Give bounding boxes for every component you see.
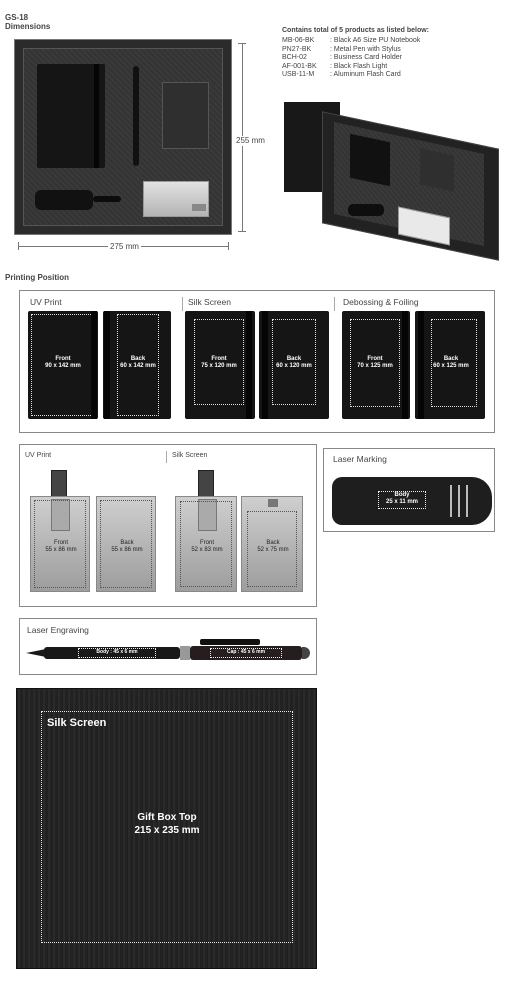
pen-image: Body : 45 x 6 mm Cap : 45 x 6 mm — [26, 639, 310, 661]
cap-engraving-size: Cap : 45 x 6 mm — [226, 649, 266, 655]
pen-image — [133, 66, 139, 166]
debossing-label: Debossing & Foiling — [343, 297, 419, 307]
gift-box-top: Silk Screen Gift Box Top 215 x 235 mm — [16, 688, 317, 969]
width-dimension: 275 mm — [108, 242, 141, 252]
list-item: USB-11-M: Aluminum Flash Card — [282, 71, 401, 78]
back-label: Back — [120, 540, 134, 546]
list-item: PN27-BK: Metal Pen with Stylus — [282, 45, 401, 53]
product-code: GS-18 — [5, 13, 29, 22]
front-size: 55 x 86 mm — [45, 547, 77, 553]
list-item: MB-06-BK: Black A6 Size PU Notebook — [282, 37, 421, 44]
uv-print-label: UV Print — [30, 297, 62, 307]
back-label: Back — [443, 356, 459, 362]
front-size: 70 x 125 mm — [357, 363, 393, 369]
silk-screen-label: Silk Screen — [47, 717, 107, 729]
laser-marking-label: Laser Marking — [333, 454, 387, 464]
contents-list: MB-06-BK: Black A6 Size PU Notebook PN27… — [282, 37, 507, 80]
gift-box-size: 215 x 235 mm — [134, 825, 200, 836]
back-size: 60 x 120 mm — [276, 363, 312, 369]
back-label: Back — [130, 356, 146, 362]
flashlight-image — [35, 190, 93, 210]
front-size: 90 x 142 mm — [45, 363, 81, 369]
front-label: Front — [367, 356, 383, 362]
contents-title: Contains total of 5 products as listed b… — [282, 27, 430, 34]
front-label: Front — [53, 540, 68, 546]
back-size: 55 x 86 mm — [111, 547, 143, 553]
laser-engraving-panel: Laser Engraving Body : 45 x 6 mm Cap : 4… — [19, 618, 317, 675]
back-size: 60 x 142 mm — [120, 363, 156, 369]
list-item: BCH-02: Business Card Holder — [282, 54, 402, 61]
list-item: AF-001-BK: Black Flash Light — [282, 62, 388, 70]
front-label: Front — [55, 356, 71, 362]
front-label: Front — [199, 540, 214, 546]
body-size: 25 x 11 mm — [385, 499, 419, 505]
notebook-image — [37, 64, 105, 168]
printing-position-heading: Printing Position — [5, 273, 69, 282]
front-size: 75 x 120 mm — [201, 363, 237, 369]
notebook-print-panel: UV Print Silk Screen Debossing & Foiling… — [19, 290, 495, 433]
back-label: Back — [266, 540, 280, 546]
usb-card-image — [143, 181, 209, 217]
card-holder-image — [162, 82, 209, 149]
body-engraving-size: Body : 45 x 6 mm — [96, 649, 138, 655]
height-dimension: 255 mm — [236, 136, 265, 146]
silk-screen-label: Silk Screen — [172, 452, 208, 459]
back-size: 60 x 125 mm — [433, 363, 469, 369]
gift-set-photo — [14, 39, 232, 235]
silk-screen-label: Silk Screen — [188, 297, 231, 307]
dimensions-heading: Dimensions — [5, 22, 51, 31]
gift-box-title: Gift Box Top — [137, 812, 197, 823]
laser-engraving-label: Laser Engraving — [27, 625, 89, 635]
body-label: Body — [394, 492, 410, 498]
print-area — [41, 711, 293, 943]
front-label: Front — [211, 356, 227, 362]
back-size: 52 x 75 mm — [257, 547, 289, 553]
uv-print-label: UV Print — [25, 452, 52, 459]
back-label: Back — [286, 356, 302, 362]
gift-box-photo — [282, 100, 502, 261]
front-size: 52 x 83 mm — [191, 547, 223, 553]
